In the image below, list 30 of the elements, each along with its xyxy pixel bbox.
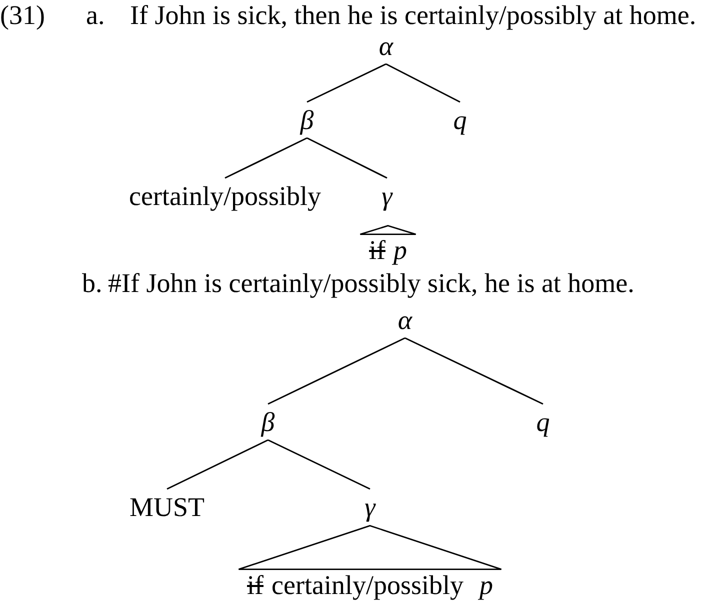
category-symbol: β <box>298 102 316 138</box>
tree-branch <box>386 63 460 103</box>
tree-branch <box>268 337 406 405</box>
category-symbol: α <box>376 28 396 64</box>
struck-word: if <box>247 570 264 600</box>
triangle-constituent <box>360 225 416 265</box>
item-letter: a. <box>86 0 105 30</box>
leaf-word: certainly/possibly <box>272 570 464 600</box>
example-sentence: #If John is certainly/possibly sick, he is at home. <box>108 268 634 298</box>
variable-symbol: p <box>394 235 407 265</box>
category-symbol: β <box>259 404 277 440</box>
tree-branch <box>306 63 386 103</box>
leaf-word: MUST <box>128 489 206 525</box>
leaf-word: certainly/possibly <box>127 178 323 214</box>
tree-branch <box>404 337 544 405</box>
example-number: (31) <box>0 0 45 30</box>
variable-symbol: p <box>479 570 493 600</box>
tree-branch <box>166 439 268 490</box>
tree-branch <box>224 137 308 179</box>
triangle-constituent <box>238 525 502 600</box>
category-symbol: q <box>451 102 469 138</box>
category-symbol: q <box>534 404 552 440</box>
category-symbol: γ <box>362 489 378 525</box>
tree-branch <box>268 439 370 490</box>
example-sentence: If John is sick, then he is certainly/possibly at home. <box>130 0 696 30</box>
category-symbol: γ <box>380 178 394 214</box>
struck-word: if <box>369 235 386 265</box>
tree-branch <box>306 137 388 179</box>
category-symbol: α <box>396 302 414 338</box>
item-letter: b. <box>82 268 102 298</box>
